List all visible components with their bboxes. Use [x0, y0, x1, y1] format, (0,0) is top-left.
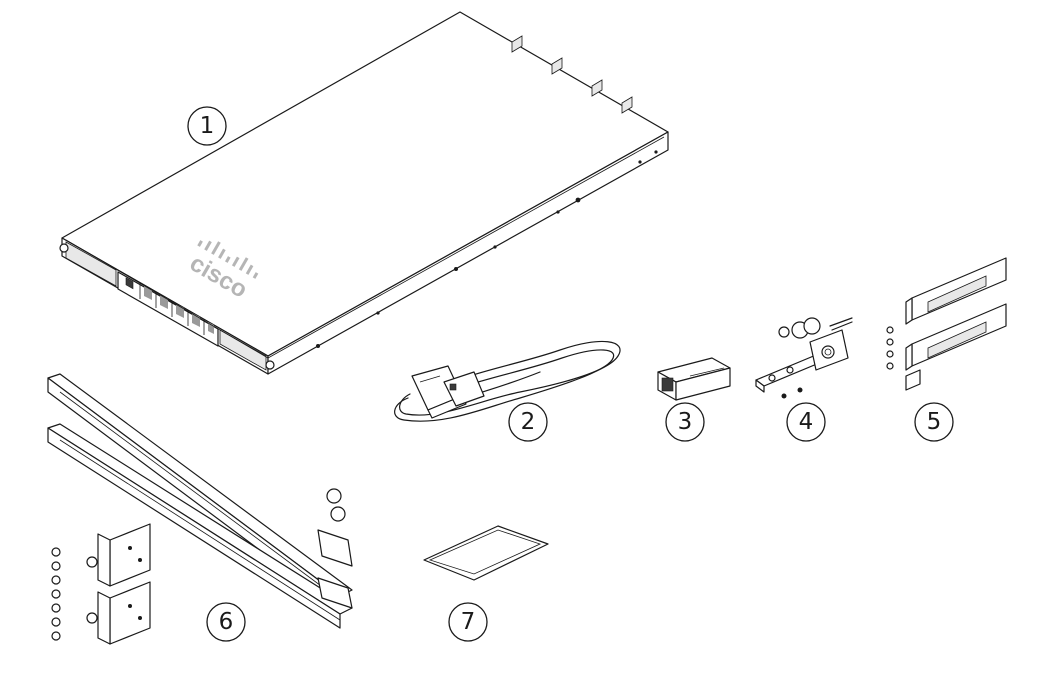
bracket-screws-illustration: [51, 547, 61, 641]
callout-4: 4: [786, 402, 826, 442]
cable-bracket-illustration: [755, 317, 853, 399]
callout-5: 5: [914, 402, 954, 442]
callout-1: 1: [187, 106, 227, 146]
callout-6: 6: [206, 602, 246, 642]
callout-2-label: 2: [521, 409, 536, 435]
documentation-card-illustration: [423, 525, 549, 581]
power-cord-illustration: [394, 340, 621, 422]
chassis-illustration: cisco: [59, 11, 669, 375]
callout-5-label: 5: [927, 409, 942, 435]
rail-extension-screws: [886, 326, 894, 370]
callout-3: 3: [665, 402, 705, 442]
transceiver-module-illustration: [657, 357, 731, 401]
rail-extensions-illustration: [886, 257, 1007, 391]
callout-3-label: 3: [678, 409, 693, 435]
callout-7-label: 7: [461, 609, 476, 635]
callout-6-label: 6: [219, 609, 234, 635]
callout-7: 7: [448, 602, 488, 642]
callout-4-label: 4: [799, 409, 814, 435]
callout-1-label: 1: [200, 113, 215, 139]
callout-2: 2: [508, 402, 548, 442]
mounting-brackets-illustration: [86, 523, 151, 645]
slide-rails-illustration: [47, 373, 353, 629]
